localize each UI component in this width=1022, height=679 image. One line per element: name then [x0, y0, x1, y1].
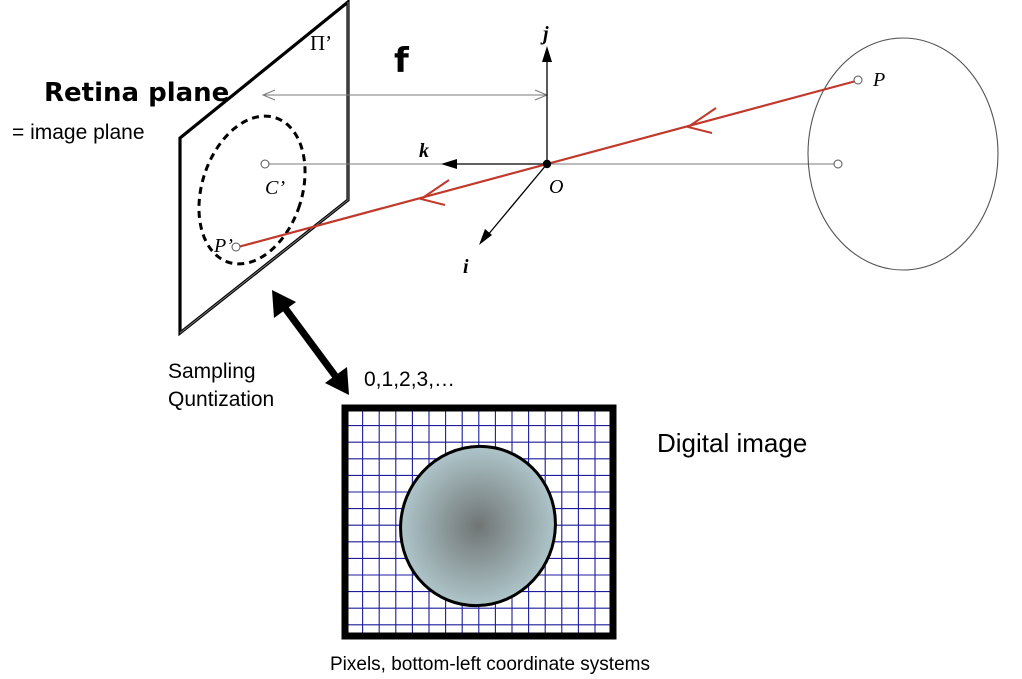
- digital-image-border: [341, 404, 617, 640]
- point-p-label: P: [872, 69, 885, 91]
- axis-j-label: j: [540, 23, 549, 45]
- sampling-double-arrow: [272, 290, 349, 395]
- image-plane-label: = image plane: [12, 121, 145, 144]
- point-p-prime-marker: [231, 242, 241, 252]
- far-axis-point: [833, 159, 843, 169]
- sampling-label: Sampling: [168, 360, 256, 383]
- ray-arrowhead-upper: [685, 107, 717, 134]
- origin-label: O: [549, 176, 563, 198]
- caption-text: Pixels, bottom-left coordinate systems: [330, 654, 650, 675]
- image-blob: [399, 444, 557, 608]
- axis-i-arrow: [479, 163, 548, 245]
- axis-k-arrow: [441, 159, 547, 169]
- c-prime-point: [260, 159, 270, 169]
- point-p-prime-label: P’: [213, 235, 233, 257]
- focal-length-label: f: [394, 41, 410, 81]
- pixel-index-sequence: 0,1,2,3,…: [364, 368, 455, 391]
- quantization-label: Quntization: [168, 388, 274, 411]
- digital-image-title: Digital image: [657, 428, 807, 458]
- image-ellipse: [197, 114, 307, 266]
- axis-k-label: k: [419, 140, 429, 162]
- object-ellipse: [807, 37, 999, 271]
- origin-point: [542, 159, 552, 169]
- point-c-prime-label: C’: [265, 177, 285, 199]
- pi-prime-label: Π’: [310, 31, 332, 55]
- back-plane-diagonal: [179, 199, 349, 334]
- retina-plane-title: Retina plane: [44, 78, 229, 108]
- ray-arrowhead-lower: [418, 179, 450, 206]
- point-p-marker: [853, 75, 863, 85]
- axis-j-arrow: [542, 46, 552, 164]
- focal-length-arrow: [261, 89, 549, 101]
- axis-i-label: i: [463, 256, 469, 278]
